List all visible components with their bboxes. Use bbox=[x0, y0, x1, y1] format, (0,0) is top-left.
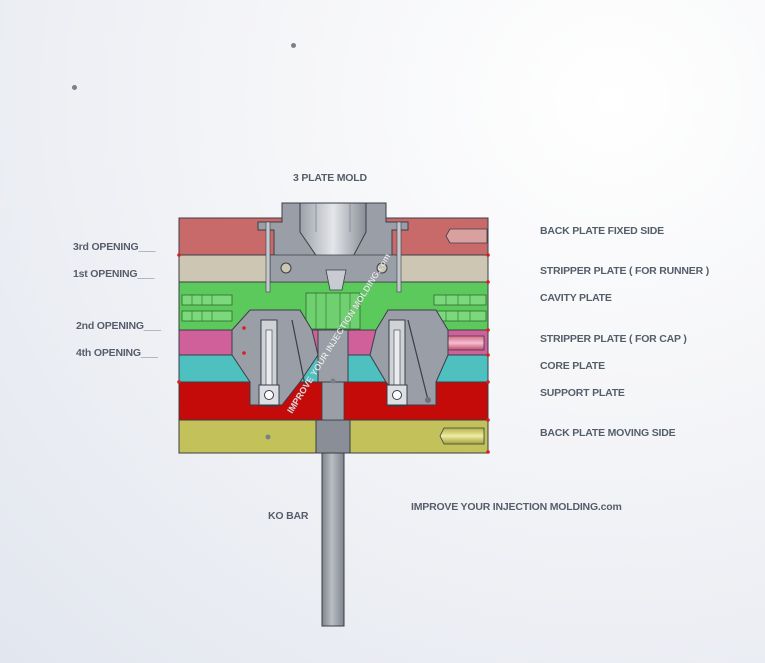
opening-label-1st: 1st OPENING___ bbox=[73, 268, 155, 280]
marker-dot-top bbox=[291, 43, 296, 48]
core-pin-right bbox=[386, 319, 408, 407]
plate-label-core: CORE PLATE bbox=[540, 360, 605, 372]
screw-bfs-right bbox=[445, 228, 488, 244]
plate-label-support: SUPPORT PLATE bbox=[540, 387, 625, 399]
website-label: IMPROVE YOUR INJECTION MOLDING.com bbox=[411, 501, 622, 513]
sprue-puller-left bbox=[291, 319, 306, 386]
cavity-bolts-left bbox=[181, 294, 233, 322]
guide-pin-right bbox=[396, 221, 402, 293]
guide-pin-left bbox=[265, 221, 271, 293]
marker-dot-left bbox=[72, 85, 77, 90]
diagram-title: 3 PLATE MOLD bbox=[293, 172, 367, 184]
edge-markers bbox=[177, 253, 490, 454]
plate-label-stripper-runner: STRIPPER PLATE ( FOR RUNNER ) bbox=[540, 265, 710, 277]
core-pin-left bbox=[258, 319, 280, 407]
ko-bar bbox=[321, 451, 345, 627]
plate-label-stripper-cap: STRIPPER PLATE ( FOR CAP ) bbox=[540, 333, 687, 345]
opening-label-3rd: 3rd OPENING___ bbox=[73, 241, 156, 253]
ko-bar-label: KO BAR bbox=[268, 510, 309, 522]
sprue-puller-right bbox=[407, 319, 429, 401]
screw-bms-right bbox=[439, 427, 485, 445]
opening-label-4th: 4th OPENING___ bbox=[76, 347, 158, 359]
hole-left bbox=[280, 262, 292, 274]
opening-label-2nd: 2nd OPENING___ bbox=[76, 320, 161, 332]
cavity-bolts-center bbox=[305, 292, 361, 330]
plate-label-cavity: CAVITY PLATE bbox=[540, 292, 612, 304]
plate-label-back-plate-moving: BACK PLATE MOVING SIDE bbox=[540, 427, 676, 439]
core-center-column bbox=[317, 329, 349, 383]
hole-right bbox=[376, 262, 388, 274]
plate-label-back-plate-fixed: BACK PLATE FIXED SIDE bbox=[540, 225, 664, 237]
